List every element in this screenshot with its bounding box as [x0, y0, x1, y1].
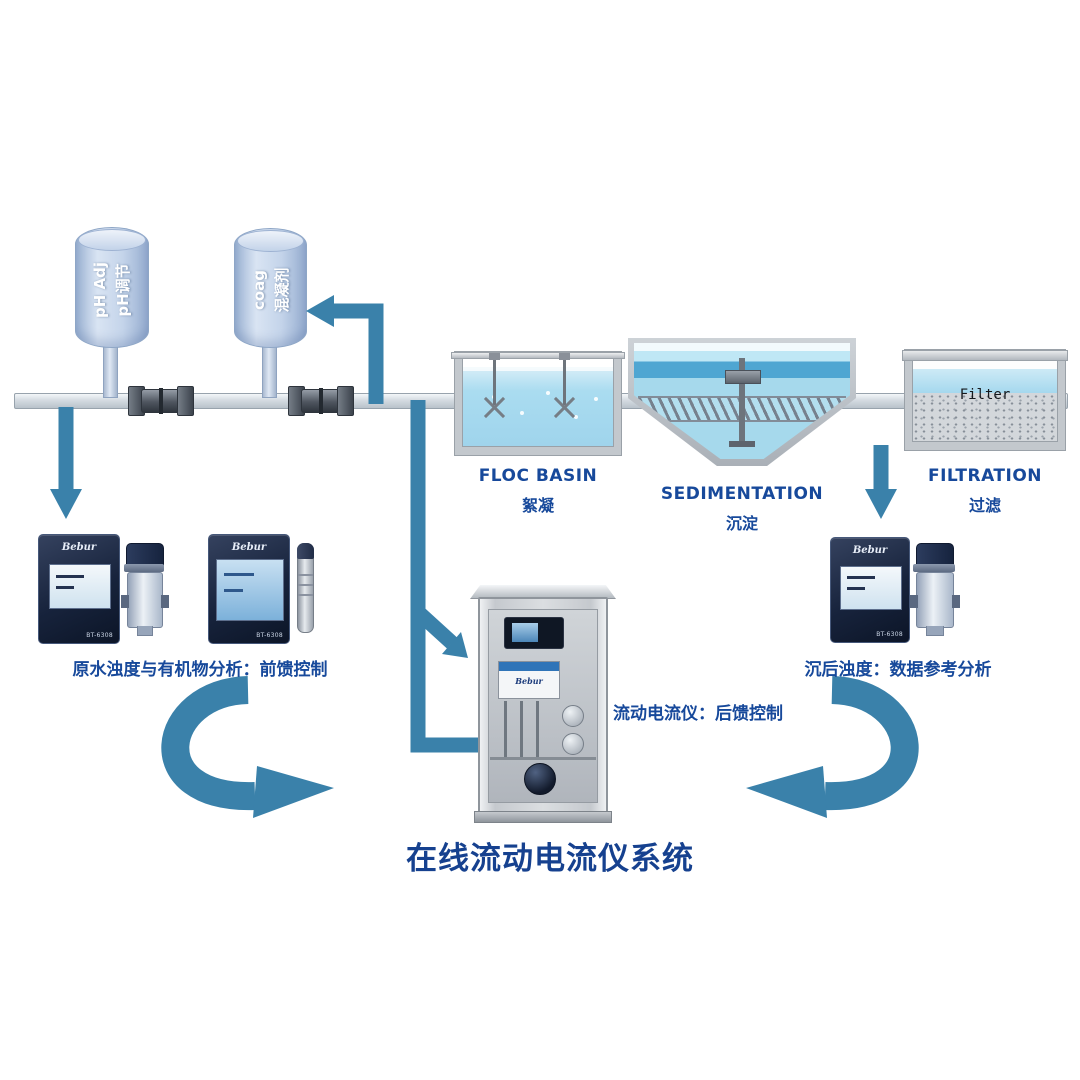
analyzer-model: BT-6308 [256, 632, 283, 639]
valve-body [301, 388, 341, 414]
scraper-shaft [739, 358, 745, 446]
filtration-label: FILTRATION 过滤 [898, 466, 1072, 516]
measuring-cell [524, 763, 556, 795]
mixer-motor [489, 353, 500, 360]
scraper-bridge [725, 370, 761, 384]
reference-arrowhead [746, 766, 827, 818]
floc-basin-label: FLOC BASIN 絮凝 [448, 466, 628, 516]
turbidity-sensor [121, 543, 169, 636]
floc-walls [455, 352, 621, 455]
sedimentation-label: SEDIMENTATION 沉淀 [618, 484, 866, 534]
sensor-collar [913, 564, 955, 573]
scd-inlet-line [412, 606, 458, 649]
settled-turbidity-analyzer: Bebur BT-6308 [830, 537, 910, 643]
analyzer-brand: Bebur [231, 542, 267, 553]
bubble [594, 397, 598, 401]
ph-tank-label-en: pH Adj [90, 261, 109, 318]
raw-turbidity-analyzer: Bebur BT-6308 [38, 534, 120, 644]
floc-label-en: FLOC BASIN [478, 466, 598, 486]
coag-tank-label-en: coag [249, 270, 268, 311]
sensor-cap [915, 543, 955, 568]
sample-tube [536, 701, 539, 759]
filt-water [912, 369, 1058, 393]
analyzer-model: BT-6308 [876, 631, 903, 638]
sensor-body [121, 572, 169, 628]
sed-label-zh: 沉淀 [725, 514, 758, 533]
raw-analysis-label: 原水浊度与有机物分析：前馈控制 [72, 660, 328, 680]
sample-tube [520, 701, 523, 759]
bubble [574, 415, 578, 419]
analyzer-screen [48, 564, 112, 610]
scd-control-label: 流动电流仪：后馈控制 [613, 704, 783, 724]
sensor-collar [124, 564, 164, 573]
settled-turbidity-sensor [910, 543, 960, 636]
pump-icon [562, 705, 584, 727]
sensor-tip [926, 625, 944, 636]
filt-inner: Filter [912, 359, 1058, 442]
controller-band [499, 662, 559, 671]
mixer-icon [489, 353, 500, 405]
cabinet-display [504, 617, 564, 649]
diagram-title: 在线流动电流仪系统 [406, 841, 694, 877]
floc-label-zh: 絮凝 [521, 496, 554, 515]
sensor-tip [136, 625, 154, 636]
floc-basin [451, 352, 625, 455]
ph-tank-stem [103, 346, 118, 398]
sample-probe [297, 543, 314, 633]
analyzer-model: BT-6308 [86, 632, 113, 639]
controller-brand: Bebur [515, 676, 543, 686]
filt-lid [902, 350, 1068, 361]
scd-inlet-arrowhead [442, 632, 468, 658]
organics-analyzer: Bebur BT-6308 [208, 534, 290, 644]
dosing-valve-icon [121, 383, 201, 417]
analyzer-screen [840, 566, 902, 610]
ph-dosing-tank: pH Adj pH调节 [75, 227, 149, 348]
analyzer-touchscreen [216, 558, 284, 622]
sed-water [634, 343, 850, 459]
dosing-valve-icon [281, 383, 361, 417]
settled-sample-arrowhead [865, 489, 897, 519]
coag-tank-label: coag 混凝剂 [247, 268, 294, 313]
filter-media-label: Filter [959, 387, 1011, 403]
sed-label-en: SEDIMENTATION [660, 484, 824, 504]
settled-analysis-label: 沉后浊度：数据参考分析 [804, 660, 992, 680]
pump-icon [562, 733, 584, 755]
filt-walls [905, 350, 1065, 450]
scraper-blade [729, 441, 755, 447]
filt-label-zh: 过滤 [968, 496, 1001, 515]
sensor-body [910, 572, 960, 628]
cabinet-base [474, 811, 612, 823]
valve-body [141, 388, 181, 414]
feedforward-curve [161, 676, 256, 811]
filtration-tank: Filter [902, 350, 1068, 450]
scd-cabinet: Bebur [470, 585, 616, 823]
filter-media [912, 393, 1058, 442]
coag-feedback-arrowhead [306, 295, 334, 327]
valve-flange [177, 386, 194, 416]
floc-rim [451, 352, 625, 359]
bubble [546, 391, 550, 395]
mixer-icon [559, 353, 570, 405]
feedforward-arrowhead [253, 766, 334, 818]
raw-sample-arrowhead [50, 489, 82, 519]
coag-tank-stem [262, 346, 277, 398]
filt-label-en: FILTRATION [927, 466, 1043, 486]
cabinet-shelf [490, 757, 596, 760]
cabinet-controller: Bebur [498, 661, 560, 699]
coag-tank-label-zh: 混凝剂 [272, 267, 291, 313]
analyzer-brand: Bebur [852, 545, 888, 556]
sedimentation-tank [628, 338, 856, 466]
sample-tube [504, 701, 507, 759]
mixer-motor [559, 353, 570, 360]
bubble [520, 411, 524, 415]
coagulant-dosing-tank: coag 混凝剂 [234, 228, 307, 348]
valve-flange [337, 386, 354, 416]
analyzer-brand: Bebur [61, 542, 97, 553]
ph-tank-label-zh: pH调节 [114, 263, 132, 317]
ph-tank-label: pH Adj pH调节 [89, 262, 136, 318]
